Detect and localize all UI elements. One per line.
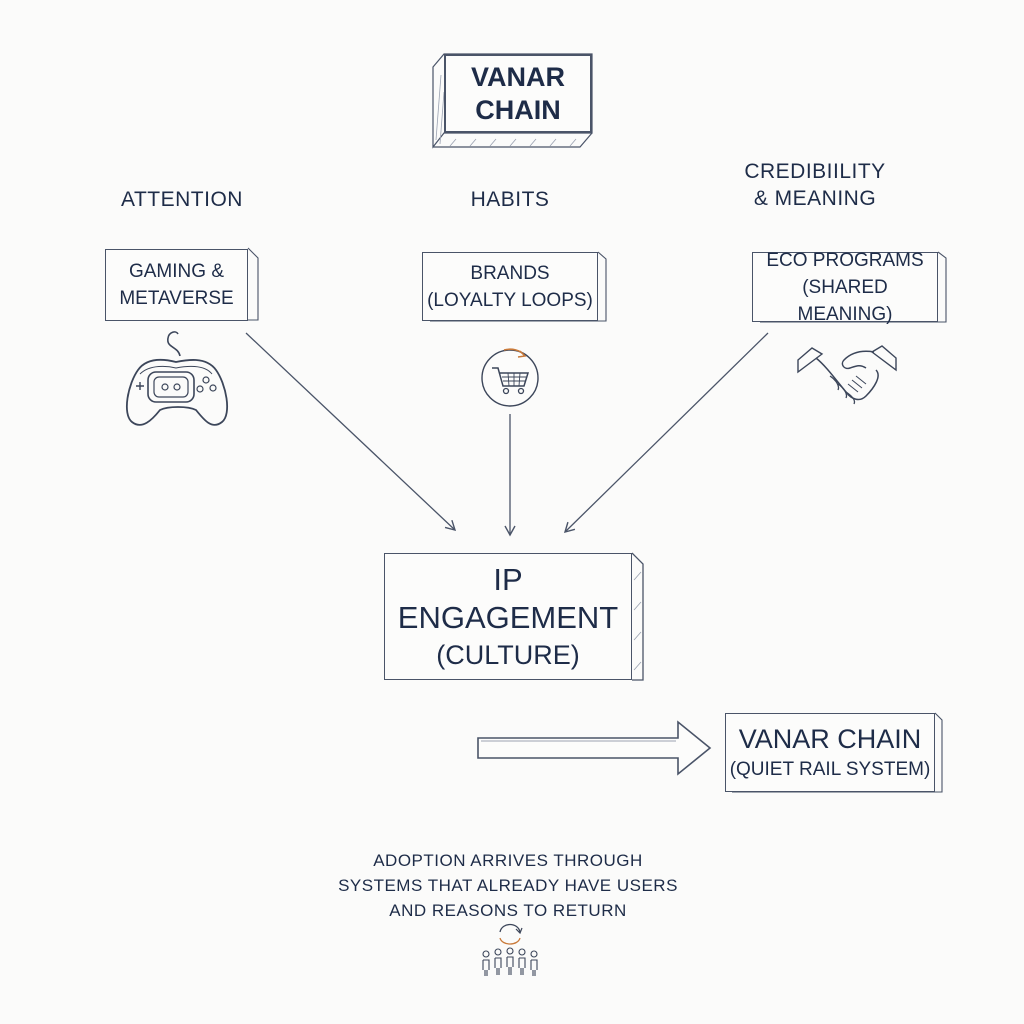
credibility-header-line-1: CREDIBIILITY [730, 158, 900, 185]
column-header-habits: HABITS [440, 186, 580, 213]
shopping-cart-icon [478, 346, 542, 410]
eco-programs-box: ECO PROGRAMS (SHARED MEANING) [752, 252, 938, 322]
arrow-eco-to-engagement [565, 333, 768, 532]
gaming-box-line-1: GAMING & [129, 258, 224, 285]
arrow-gaming-to-engagement [246, 333, 455, 530]
title-box: VANAR CHAIN [444, 54, 592, 133]
brands-box-line-2: (LOYALTY LOOPS) [427, 287, 593, 314]
ip-engagement-box: IP ENGAGEMENT (CULTURE) [384, 553, 632, 680]
footer-line-2: SYSTEMS THAT ALREADY HAVE USERS [330, 873, 686, 898]
column-header-attention: ATTENTION [92, 186, 272, 213]
gaming-metaverse-box: GAMING & METAVERSE [105, 249, 248, 321]
rail-line-2: (QUIET RAIL SYSTEM) [730, 756, 931, 783]
rail-line-1: VANAR CHAIN [739, 722, 922, 756]
credibility-header-line-2: & MEANING [730, 185, 900, 212]
gaming-box-line-2: METAVERSE [119, 285, 233, 312]
game-controller-icon [118, 326, 236, 440]
people-cycle-icon [478, 920, 542, 980]
vanar-chain-rail-box: VANAR CHAIN (QUIET RAIL SYSTEM) [725, 713, 935, 792]
handshake-icon [796, 340, 898, 410]
flow-arrow-to-rail [478, 722, 710, 774]
engagement-line-3: (CULTURE) [436, 637, 580, 673]
footer-line-1: ADOPTION ARRIVES THROUGH [330, 848, 686, 873]
brands-box-line-1: BRANDS [470, 260, 549, 287]
title-line-1: VANAR [471, 61, 565, 94]
title-line-2: CHAIN [475, 94, 561, 127]
column-header-credibility: CREDIBIILITY & MEANING [730, 158, 900, 213]
eco-box-line-1: ECO PROGRAMS [766, 247, 923, 274]
footer-note: ADOPTION ARRIVES THROUGH SYSTEMS THAT AL… [330, 848, 686, 923]
engagement-line-2: ENGAGEMENT [398, 599, 618, 637]
engagement-line-1: IP [493, 561, 522, 599]
eco-box-line-2: (SHARED MEANING) [753, 274, 937, 328]
brands-box: BRANDS (LOYALTY LOOPS) [422, 252, 598, 321]
